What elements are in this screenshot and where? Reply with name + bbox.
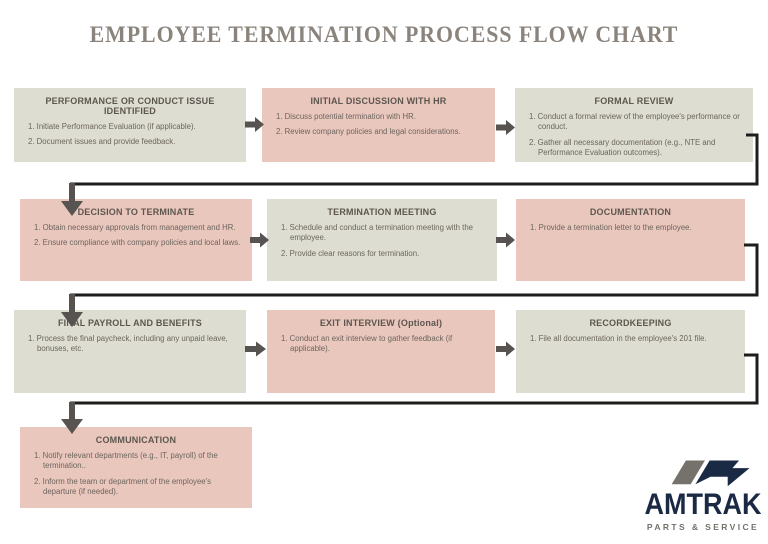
flow-box-decision-to-terminate: DECISION TO TERMINATE 1. Obtain necessar…	[20, 199, 252, 281]
box-item: 2. Inform the team or department of the …	[34, 476, 212, 496]
flow-box-termination-meeting: TERMINATION MEETING 1. Schedule and cond…	[267, 199, 497, 281]
box-title: TERMINATION MEETING	[327, 207, 437, 217]
flow-box-documentation: DOCUMENTATION 1. Provide a termination l…	[516, 199, 745, 281]
logo-name: AMTRAK	[644, 487, 762, 521]
box-item: 2. Document issues and provide feedback.	[28, 137, 176, 147]
amtrak-emblem-icon	[671, 460, 750, 487]
flow-box-final-payroll-and-benefits: FINAL PAYROLL AND BENEFITS 1. Process th…	[14, 310, 246, 393]
logo-tagline: PARTS & SERVICE	[646, 522, 760, 532]
box-item: 2. Gather all necessary documentation (e…	[529, 137, 716, 157]
arrow-right-icon	[496, 120, 515, 135]
box-title: PERFORMANCE OR CONDUCT ISSUE IDENTIFIED	[45, 96, 215, 116]
box-item: 1. Process the final paycheck, including…	[28, 334, 228, 354]
arrow-right-icon	[496, 232, 515, 248]
box-item: 2. Ensure compliance with company polici…	[34, 238, 241, 248]
page-title: EMPLOYEE TERMINATION PROCESS FLOW CHART	[89, 22, 679, 47]
box-item: 1. Discuss potential termination with HR…	[276, 112, 416, 121]
box-item: 1. Conduct a formal review of the employ…	[529, 112, 740, 132]
box-title: DECISION TO TERMINATE	[77, 207, 195, 217]
arrow-right-icon	[496, 341, 515, 357]
box-item: 1. Schedule and conduct a termination me…	[281, 223, 474, 243]
flow-box-recordkeeping: RECORDKEEPING 1. File all documentation …	[516, 310, 745, 393]
flow-box-formal-review: FORMAL REVIEW 1. Conduct a formal review…	[515, 88, 753, 162]
box-title: COMMUNICATION	[95, 435, 177, 445]
arrow-right-icon	[245, 341, 266, 357]
flow-box-exit-interview: EXIT INTERVIEW (Optional) 1. Conduct an …	[267, 310, 495, 393]
box-item: 1. File all documentation in the employe…	[530, 334, 707, 343]
box-item: 1. Notify relevant departments (e.g., IT…	[34, 451, 218, 471]
box-item: 2. Review company policies and legal con…	[276, 127, 461, 137]
box-item: 1. Initiate Performance Evaluation (if a…	[28, 122, 196, 131]
box-title: DOCUMENTATION	[589, 207, 672, 217]
amtrak-logo: AMTRAK PARTS & SERVICE	[638, 452, 768, 532]
box-title: RECORDKEEPING	[589, 318, 672, 328]
box-item: 1. Conduct an exit interview to gather f…	[281, 334, 453, 354]
box-item: 1. Provide a termination letter to the e…	[530, 223, 692, 232]
flow-box-performance-issue: PERFORMANCE OR CONDUCT ISSUE IDENTIFIED …	[14, 88, 246, 162]
box-title: INITIAL DISCUSSION WITH HR	[310, 96, 447, 106]
flow-box-communication: COMMUNICATION 1. Notify relevant departm…	[20, 427, 252, 508]
flow-box-initial-discussion: INITIAL DISCUSSION WITH HR 1. Discuss po…	[262, 88, 495, 162]
box-item: 2. Provide clear reasons for termination…	[281, 248, 420, 258]
box-title: FORMAL REVIEW	[594, 96, 674, 106]
box-item: 1. Obtain necessary approvals from manag…	[34, 223, 236, 232]
box-title: EXIT INTERVIEW (Optional)	[319, 318, 443, 328]
box-title: FINAL PAYROLL AND BENEFITS	[57, 318, 203, 328]
